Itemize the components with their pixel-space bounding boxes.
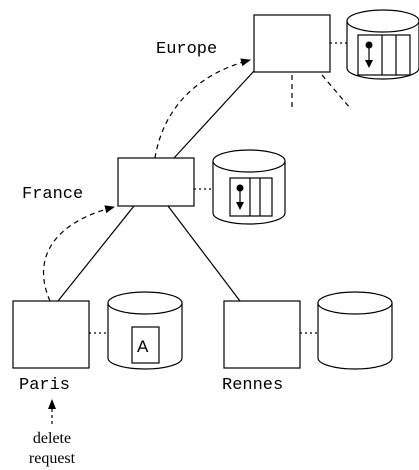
- europe-label: Europe: [156, 40, 217, 59]
- request-arrow-paris-to-france: [43, 205, 115, 302]
- delete-request-line1: delete: [33, 430, 71, 447]
- edge-france-paris: [57, 205, 135, 302]
- france-storage-cylinder: [212, 149, 286, 225]
- france-label: France: [22, 185, 83, 204]
- europe-storage-cylinder: [346, 9, 419, 80]
- delete-request-line2: request: [29, 450, 76, 467]
- rennes-node-box: [223, 300, 301, 369]
- edge-france-rennes: [167, 205, 241, 302]
- paris-stored-item: A: [137, 337, 149, 356]
- edge-europe-sibling-dashed: [321, 74, 351, 109]
- rennes-label: Rennes: [222, 376, 283, 395]
- europe-node-box: [253, 14, 331, 73]
- request-arrow-france-to-europe: [154, 58, 251, 159]
- paris-label: Paris: [19, 376, 70, 395]
- france-node-box: [117, 157, 195, 207]
- edge-europe-france: [173, 70, 255, 159]
- paris-node-box: [12, 300, 90, 369]
- paris-storage-cylinder: [107, 291, 183, 370]
- rennes-storage-cylinder: [317, 291, 393, 370]
